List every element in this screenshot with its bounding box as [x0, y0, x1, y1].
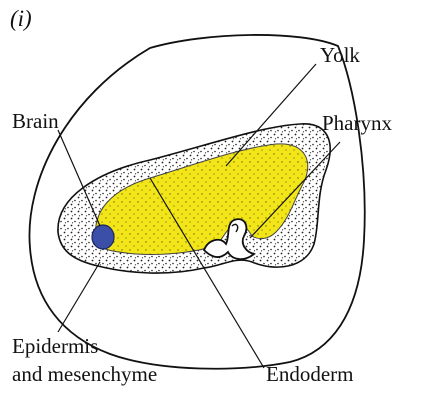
panel-label: (i)	[10, 6, 32, 31]
label-epidermis-line2: and mesenchyme	[12, 362, 157, 386]
label-epidermis-line1: Epidermis	[12, 334, 98, 358]
label-pharynx: Pharynx	[322, 111, 392, 135]
label-endoderm: Endoderm	[266, 362, 353, 386]
label-yolk: Yolk	[320, 43, 360, 67]
label-brain: Brain	[12, 109, 59, 133]
brain-region	[92, 225, 114, 249]
